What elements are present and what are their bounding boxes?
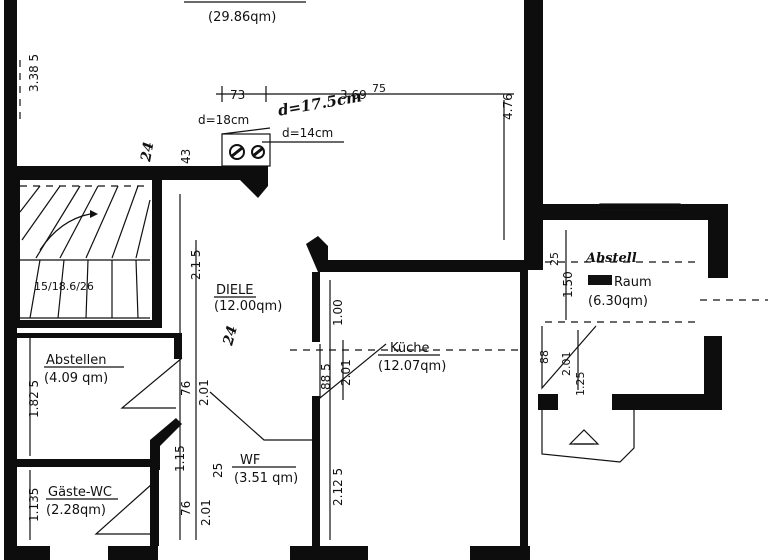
wall-stair-left-inner	[17, 180, 20, 322]
wall-bottom-4	[470, 546, 530, 560]
dim-25-annex: 25	[548, 252, 561, 266]
wall-kitchen-left-lower	[312, 396, 320, 546]
dim-201-b: 2.01	[199, 499, 213, 526]
room-labels: (29.86qm) DIELE (12.00qm) Küche (12.07qm…	[44, 1, 652, 518]
wall-kitchen-top	[318, 260, 528, 272]
dim-73: 73	[230, 88, 245, 102]
dimension-texts: 3.38 5 73 3.69 75 4.76 43 2.1 5 1.00 88 …	[27, 54, 587, 526]
wall-annex-right-lower	[704, 336, 722, 410]
abstellraum-name-bottom: Raum	[614, 275, 652, 290]
wall-bottom-3	[290, 546, 368, 560]
wall-right-main-lower	[520, 262, 528, 560]
dim-3385: 3.38 5	[27, 54, 41, 92]
abstellraum-area: (6.30qm)	[588, 294, 648, 309]
wall-wc-right	[150, 470, 159, 546]
dim-75: 75	[372, 82, 386, 95]
dim-215: 2.1 5	[189, 249, 203, 280]
wall-left-exterior	[4, 0, 17, 560]
entry-arrow-icon	[568, 429, 600, 445]
dim-201-kitchen: 2.01	[339, 359, 353, 386]
dimension-lines	[29, 86, 579, 540]
dim-201-a: 2.01	[197, 379, 211, 406]
wall-bottom-1	[4, 546, 50, 560]
wall-stair-bottom	[4, 320, 162, 328]
wall-bottom-2	[108, 546, 158, 560]
gaeste-wc-name: Gäste-WC	[48, 485, 112, 500]
staircase: 15/18.6/26	[19, 185, 151, 319]
wall-annex-bottom-left	[538, 394, 558, 410]
dim-150: 1.50	[561, 271, 575, 298]
walls	[4, 0, 728, 560]
chimney-box	[221, 133, 271, 167]
wall-kitchen-left	[312, 272, 320, 342]
construction-lines	[19, 60, 768, 535]
dim-25: 25	[211, 463, 225, 478]
kueche-area: (12.07qm)	[378, 359, 446, 374]
dim-43: 43	[179, 149, 193, 164]
abstellen-area: (4.09 qm)	[44, 371, 108, 386]
dim-1825: 1.82 5	[27, 380, 41, 418]
wf-area: (3.51 qm)	[234, 471, 298, 486]
wall-kitchen-corner	[306, 236, 328, 272]
diele-area: (12.00qm)	[214, 299, 282, 314]
dim-476: 4.76	[501, 93, 515, 120]
dim-125-annex: 1.25	[574, 372, 587, 397]
dim-88-annex: 88	[538, 350, 551, 364]
dim-76-a: 76	[179, 381, 193, 396]
wall-wc-diagonal	[150, 418, 182, 470]
wall-wc-top	[4, 459, 152, 467]
gaeste-wc-area: (2.28qm)	[46, 503, 106, 518]
flue-right-label: d=14cm	[282, 126, 333, 140]
abstellen-name: Abstellen	[46, 353, 106, 368]
wall-stair-right	[152, 180, 162, 320]
annex-entry	[541, 410, 635, 463]
hand-mark-a: 24	[138, 141, 157, 164]
abstellraum-name-top: Abstell	[584, 251, 637, 266]
door-swing-diele	[209, 391, 312, 441]
dim-201-annex: 2.01	[560, 352, 573, 377]
door-swing-abstellen	[120, 357, 183, 409]
wall-right-main	[524, 0, 543, 270]
door-swing-kitchen	[319, 343, 387, 400]
wall-annex-bottom	[612, 394, 722, 410]
annex-window-top	[599, 203, 681, 211]
dim-1135: 1.135	[27, 488, 41, 522]
wall-abstellen-top	[4, 333, 182, 338]
dim-76-b: 76	[179, 501, 193, 516]
wall-annex-right-upper	[708, 204, 728, 278]
abstellraum-label-block	[588, 275, 612, 285]
stair-label: 15/18.6/26	[34, 280, 94, 293]
door-swing-wc	[94, 483, 153, 535]
dim-2125: 2.12 5	[331, 468, 345, 506]
living-room-area: (29.86qm)	[208, 10, 276, 25]
wall-abstellen-right	[174, 333, 182, 359]
chimney: d=18cm d=14cm d=17.5cm	[198, 87, 363, 167]
diele-name: DIELE	[216, 283, 254, 298]
wall-chimney-corner	[236, 166, 268, 198]
kueche-name: Küche	[390, 341, 430, 356]
hand-mark-b: 24	[220, 324, 241, 348]
dim-100: 1.00	[331, 299, 345, 326]
dim-369: 3.69	[340, 88, 367, 102]
wall-living-bottom	[4, 166, 262, 180]
dim-115: 1.15	[173, 445, 187, 472]
wf-name: WF	[240, 453, 260, 468]
flue-left-label: d=18cm	[198, 113, 249, 127]
dim-885: 88 5	[319, 363, 333, 390]
wall-annex-top	[538, 204, 728, 220]
stair-arrow	[90, 210, 98, 218]
